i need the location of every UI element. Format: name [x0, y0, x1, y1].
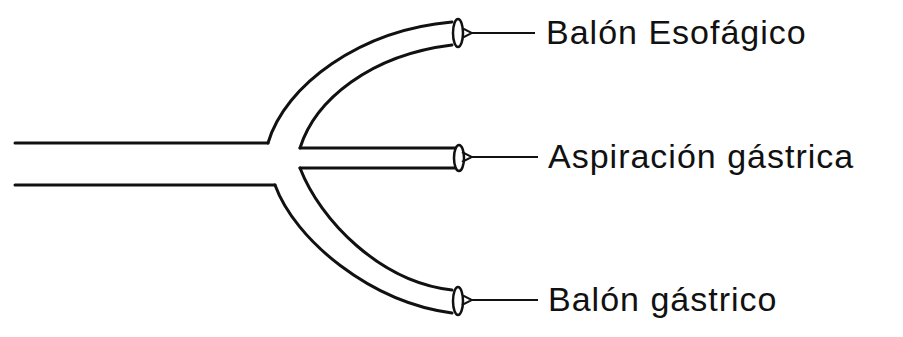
part-label: Balón gástrico — [548, 281, 777, 318]
leader-arrow — [472, 33, 538, 300]
part-label: Aspiración gástrica — [548, 138, 854, 175]
tube-end — [453, 19, 464, 315]
tube-outline — [15, 22, 455, 313]
part-label: Balón Esofágico — [546, 14, 807, 51]
